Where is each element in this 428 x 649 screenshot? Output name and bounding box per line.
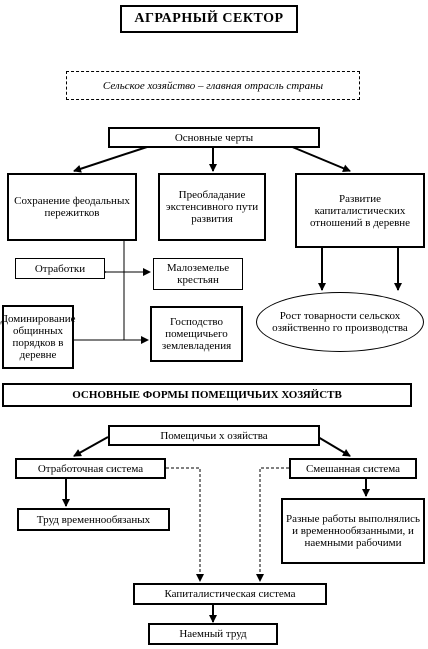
- otrabotki-box: Отработки: [15, 258, 105, 279]
- gospodstvo-box: Господство помещичьего землевладения: [150, 306, 243, 362]
- feature-capitalist-relations: Развитие капиталистических отношений в д…: [295, 173, 425, 248]
- pomeshchichi-box: Помещичьи х озяйства: [108, 425, 320, 446]
- page-title: АГРАРНЫЙ СЕКТОР: [120, 5, 298, 33]
- trud-vremenno-box: Труд временнообязаных: [17, 508, 170, 531]
- arrow-features-to-feature3: [289, 145, 351, 172]
- subtitle-box: Сельское хозяйство – главная отрасль стр…: [66, 71, 360, 100]
- malozemelye-box: Малоземелье крестьян: [153, 258, 243, 290]
- kapitalisticheskaya-box: Капиталистическая система: [133, 583, 327, 605]
- arrow-features-to-feature1: [73, 145, 151, 173]
- smeshannaya-box: Смешанная система: [289, 458, 417, 479]
- rost-ellipse: Рост товарности сельскох озяйственно го …: [256, 292, 424, 352]
- main-features-box: Основные черты: [108, 127, 320, 148]
- otrabotochnaya-box: Отработочная система: [15, 458, 166, 479]
- dashed-otrabotochnaya-kapitalist: [166, 467, 204, 582]
- naemny-trud-box: Наемный труд: [148, 623, 278, 645]
- raznye-raboty-box: Разные работы выполнялись и временнообяз…: [281, 498, 425, 564]
- forms-title-box: ОСНОВНЫЕ ФОРМЫ ПОМЕЩИЧЬИХ ХОЗЯЙСТВ: [2, 383, 412, 407]
- feature-feudal-remnants: Сохранение феодальных пережитков: [7, 173, 137, 241]
- dominirovanie-box: Доминирование общинных порядков в деревн…: [1, 305, 76, 369]
- arrow-pomeshchichi-smeshannaya: [317, 436, 351, 457]
- arrow-pomeshchichi-otrabotochnaya: [73, 436, 109, 457]
- feature-extensive-path: Преобладание экстенсивного пути развития: [158, 173, 266, 241]
